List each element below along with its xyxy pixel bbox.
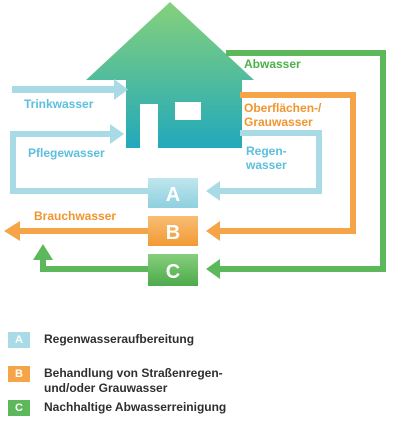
legend-letter-c: C: [15, 402, 23, 414]
label-oberflaechen-line1: Oberflächen-/: [244, 101, 322, 115]
legend-swatch-c: C: [8, 400, 30, 416]
grauwasser-arrow: [206, 92, 356, 241]
pflegewasser-arrow: [10, 124, 150, 194]
legend-text-b-line2: und/oder Grauwasser: [44, 381, 168, 395]
house: [86, 2, 254, 148]
label-abwasser: Abwasser: [244, 57, 301, 71]
legend-letter-a: A: [15, 334, 23, 346]
legend-text-a-line1: Regenwasseraufbereitung: [44, 332, 195, 346]
abwasser-arrow: [206, 50, 386, 279]
legend-text-c-line1: Nachhaltige Abwasserreinigung: [44, 400, 227, 414]
green-return-arrow: [33, 244, 150, 272]
house-door: [140, 104, 158, 148]
water-cycle-diagram: A B C Trinkwasser Pflegewasser Abwasser …: [4, 2, 386, 286]
legend-text-b: Behandlung von Straßenregen- und/oder Gr…: [44, 366, 384, 396]
legend-text-b-line1: Behandlung von Straßenregen-: [44, 366, 223, 380]
box-c-label: C: [166, 261, 180, 283]
box-b-label: B: [166, 222, 180, 244]
box-c: C: [148, 254, 198, 286]
trinkwasser-arrow: [12, 79, 128, 100]
label-pflegewasser: Pflegewasser: [28, 146, 105, 160]
label-brauchwasser: Brauchwasser: [34, 209, 116, 223]
legend-letter-b: B: [15, 368, 23, 380]
box-a-label: A: [166, 184, 180, 206]
label-regen-line2: wasser: [245, 158, 287, 172]
regenwasser-arrow: [206, 130, 322, 201]
label-trinkwasser: Trinkwasser: [24, 97, 94, 111]
legend-swatch-b: B: [8, 366, 30, 382]
label-oberflaechen-line2: Grauwasser: [244, 115, 313, 129]
label-regen-line1: Regen-: [246, 144, 287, 158]
legend-text-c: Nachhaltige Abwasserreinigung: [44, 400, 384, 415]
legend-text-a: Regenwasseraufbereitung: [44, 332, 384, 347]
brauchwasser-arrow: [4, 221, 148, 241]
legend-swatch-a: A: [8, 332, 30, 348]
box-b: B: [148, 216, 198, 246]
house-window: [175, 102, 201, 120]
box-a: A: [148, 178, 198, 208]
house-shape: [86, 2, 254, 148]
